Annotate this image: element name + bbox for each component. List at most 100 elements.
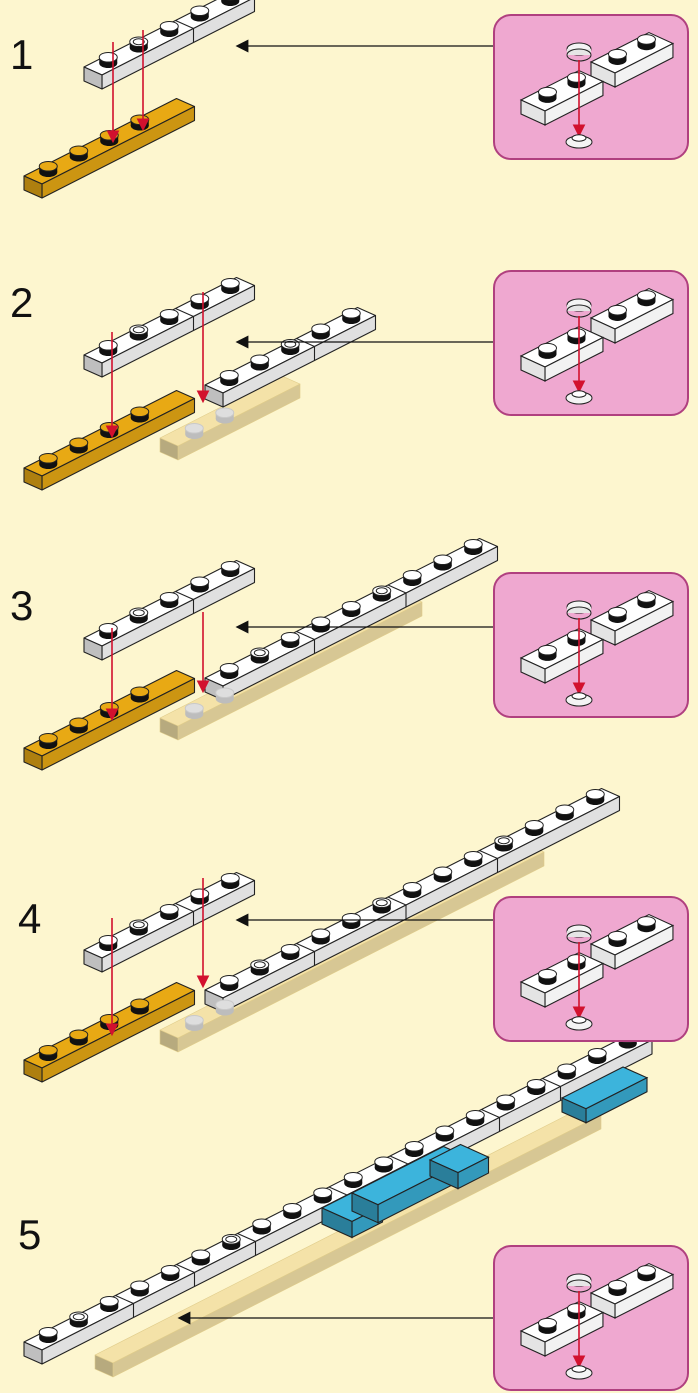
stud-top <box>98 622 118 634</box>
stud-top <box>313 1187 333 1199</box>
stud-icon <box>607 1279 627 1296</box>
stud-top <box>537 1317 557 1329</box>
plate-side-face <box>83 66 103 90</box>
stud-top <box>220 277 240 289</box>
stud-top <box>98 51 118 63</box>
plate-seam <box>175 590 194 601</box>
step-2-assembly <box>23 276 495 491</box>
stud-side <box>567 1280 591 1286</box>
plate-seam <box>542 1077 561 1088</box>
stud-icon <box>404 1140 424 1158</box>
plate-side-face <box>590 1292 616 1319</box>
stud-icon <box>636 916 656 933</box>
stud-icon <box>537 86 557 103</box>
stud-icon <box>526 1078 546 1096</box>
yellow-base-plate <box>23 97 196 199</box>
stud-icon <box>38 1044 58 1062</box>
plate-front-face <box>41 105 196 199</box>
stud-icon <box>496 1094 516 1111</box>
stud-icon <box>250 647 270 664</box>
stud-icon <box>433 866 453 883</box>
stud-top <box>159 20 179 32</box>
inset-scene <box>519 287 675 405</box>
stud-icon <box>311 616 331 633</box>
stud-top <box>494 835 514 847</box>
stud-top <box>69 717 89 729</box>
stud-top <box>69 1029 89 1041</box>
stud-icon <box>221 0 240 7</box>
stud-top <box>566 328 586 339</box>
stud-icon <box>636 1265 656 1282</box>
plate-seam <box>296 942 315 953</box>
stud-top <box>190 293 210 305</box>
stud-top <box>496 1094 516 1106</box>
stud-top <box>99 129 119 141</box>
new-white-plates <box>83 0 256 90</box>
plate-front-face <box>101 284 256 378</box>
plate-seam <box>387 896 407 906</box>
stud-top <box>537 86 557 98</box>
stud-icon <box>190 576 210 593</box>
stud-top <box>129 607 149 619</box>
stud-top <box>184 422 204 434</box>
stud-top <box>607 304 627 316</box>
stud-icon <box>130 114 150 131</box>
stud-icon <box>129 324 149 341</box>
stud-hole <box>253 961 266 969</box>
stud-icon <box>433 554 453 571</box>
stud-top <box>341 307 361 319</box>
stud-top <box>282 1202 302 1214</box>
stud-top <box>38 452 58 464</box>
stud-top <box>69 437 89 449</box>
stud-icon <box>555 804 575 821</box>
placed-white-plates <box>204 537 499 701</box>
stud-icon <box>636 290 656 307</box>
stud-icon <box>215 687 235 704</box>
stud-top <box>607 48 627 60</box>
stud-top <box>402 569 422 581</box>
stud-top <box>636 1265 656 1276</box>
stud-icon <box>38 160 58 178</box>
stud-icon <box>99 421 119 439</box>
stud-top <box>129 324 149 336</box>
stud-top <box>607 930 627 942</box>
stud-top <box>220 560 240 572</box>
stud-top <box>191 1249 211 1261</box>
stud-top <box>38 1044 58 1056</box>
stud-top <box>372 897 392 909</box>
stud-top <box>311 928 331 940</box>
plate-side-face <box>23 1341 43 1365</box>
step-5-detail-inset <box>493 1245 689 1391</box>
stud-connection-detail <box>519 589 675 707</box>
plate-side-face <box>159 437 179 461</box>
stud-icon <box>220 277 240 295</box>
stud-icon <box>537 1317 557 1334</box>
stud-top <box>587 1047 607 1059</box>
stud-icon <box>372 897 392 914</box>
stud-icon <box>221 1233 241 1251</box>
stud-icon <box>159 903 179 921</box>
stud-icon <box>636 34 656 51</box>
stud-icon <box>566 630 586 647</box>
stud-top <box>280 943 300 955</box>
stud-top <box>252 1218 272 1230</box>
stud-icon <box>130 686 150 703</box>
stud-top <box>311 616 331 628</box>
stud-icon <box>280 631 300 649</box>
stud-icon <box>215 407 235 424</box>
stud-side <box>567 305 591 311</box>
stud-top <box>433 866 453 878</box>
stud-top <box>190 576 210 588</box>
stud-side <box>567 931 591 937</box>
plate-seam <box>479 849 498 860</box>
stud-top <box>607 606 627 618</box>
plate-front-face <box>177 601 423 741</box>
stud-top <box>184 702 204 714</box>
stud-top <box>220 872 240 884</box>
stud-icon <box>38 1326 58 1344</box>
stud-top <box>99 421 119 433</box>
plate-side-face <box>23 467 43 491</box>
plate-side-face <box>590 619 616 646</box>
stud-icon <box>130 1280 150 1297</box>
